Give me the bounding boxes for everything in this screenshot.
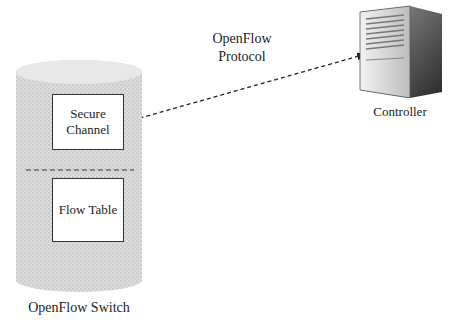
server-node: Controller [352, 4, 448, 116]
node-label: OpenFlow Switch [0, 300, 162, 316]
server-icon [352, 4, 448, 98]
process-box: Secure Channel [52, 94, 124, 150]
box-label: Secure Channel [57, 106, 119, 138]
edge-label: OpenFlow Protocol [202, 30, 282, 66]
process-box: Flow Table [52, 178, 124, 242]
switch-cylinder: OpenFlow SwitchSecure ChannelFlow Table [16, 60, 142, 292]
node-label: Controller [342, 104, 458, 120]
separator-line [26, 169, 134, 170]
box-label: Flow Table [59, 202, 117, 218]
dashed-connector [126, 54, 366, 122]
